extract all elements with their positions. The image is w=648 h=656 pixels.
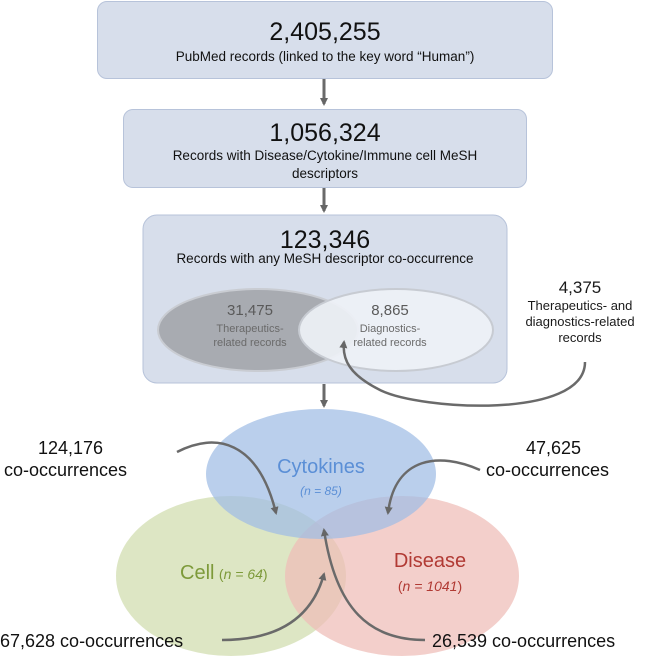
pubmed-label: PubMed records (linked to the key word “… [175, 49, 475, 64]
therapeutics-line2: related records [213, 337, 287, 349]
disease-n: n = 1041 [402, 578, 458, 594]
cooccurrence-label: Records with any MeSH descriptor co-occu… [176, 251, 474, 266]
therapeutics-line1: Therapeutics- [216, 323, 284, 335]
diagnostics-line2: related records [353, 337, 427, 349]
cytokine-disease-arrow [384, 459, 481, 515]
cytokines-label: Cytokines [277, 456, 365, 478]
overlap-line3: records [558, 330, 602, 345]
overlap-arrow [339, 340, 587, 407]
overlap-line1: Therapeutics- and [527, 298, 633, 313]
diagnostics-ellipse [298, 288, 494, 372]
cell-cytokine-arrow [176, 441, 279, 515]
cytokines-disease-label: co-occurrences [486, 460, 610, 480]
disease-n-open: ( [397, 578, 403, 594]
diagnostics-line1: Diagnostics- [359, 323, 421, 335]
overlap-note: 4,375 Therapeutics- and diagnostics-rela… [512, 278, 648, 346]
cytokines-cell-label: co-occurrences [4, 460, 128, 480]
cell-n: n = 64 [223, 566, 263, 582]
disease-n-close: ) [457, 578, 463, 594]
diagnostics-count: 8,865 [371, 302, 409, 319]
overlap-count: 4,375 [558, 278, 602, 297]
overlap-line2: diagnostics-related [525, 314, 635, 329]
mesh-records-box: 1,056,324 Records with Disease/Cytokine/… [123, 109, 527, 188]
mesh-count: 1,056,324 [269, 119, 381, 147]
cooccurrence-count: 123,346 [279, 226, 371, 254]
cytokines-disease-count: 47,625 [526, 438, 582, 458]
all-three-label: 26,539 co-occurrences [432, 631, 616, 651]
cell-disease-label: 67,628 co-occurrences [0, 631, 184, 651]
cell-n-close: ) [262, 566, 268, 582]
cell-n-open: ( [218, 566, 224, 582]
cytokines-cell-count: 124,176 [38, 438, 104, 458]
pubmed-count: 2,405,255 [269, 18, 381, 46]
disease-n-group: (n = 1041) [370, 578, 490, 594]
all-three-arrow [320, 528, 426, 642]
mesh-label-line2: descriptors [291, 166, 359, 181]
cell-label-group: Cell (n = 64) [180, 562, 268, 585]
cytokines-ellipse [206, 409, 436, 539]
cell-label: Cell [180, 562, 215, 584]
therapeutics-count: 31,475 [227, 302, 273, 319]
cytokines-n: (n = 85) [300, 484, 342, 498]
cell-disease-arrow [221, 572, 327, 642]
mesh-label-line1: Records with Disease/Cytokine/Immune cel… [172, 148, 478, 163]
disease-label: Disease [393, 550, 467, 572]
pubmed-records-box: 2,405,255 PubMed records (linked to the … [97, 1, 553, 79]
